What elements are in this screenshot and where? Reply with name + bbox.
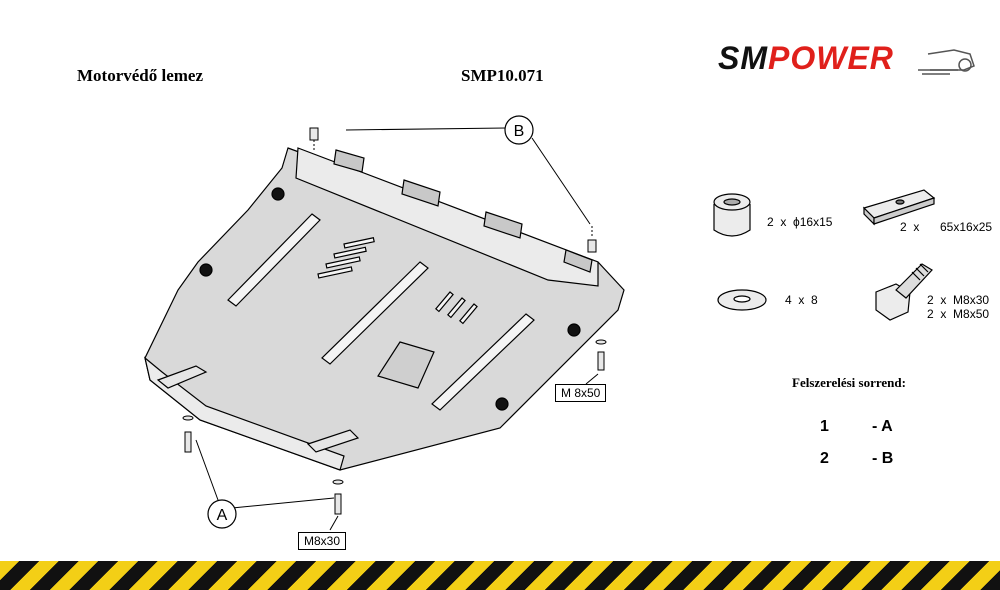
order-step-1-label: - A: [872, 418, 893, 435]
order-step-2-label: - B: [872, 450, 894, 467]
part-spacer-label: 2 x ϕ16x15: [767, 215, 833, 229]
logo-sm-text: SM: [718, 40, 768, 76]
right-nut-icon: [587, 226, 597, 253]
part-plate-qty: 2 x: [900, 220, 920, 234]
logo-bike-icon: [918, 49, 975, 75]
logo-power-text: POWER: [768, 40, 894, 76]
hazard-stripe: [0, 561, 1000, 590]
bolt-m8x30-callout: M8x30: [298, 532, 347, 550]
left-bolt-icon: [182, 415, 194, 453]
order-title: Felszerelési sorrend:: [792, 375, 906, 390]
part-code: SMP10.071: [461, 66, 544, 85]
top-nut-icon: [309, 127, 319, 150]
parts-icons: [713, 189, 936, 321]
order-step-1-num: 1: [820, 418, 829, 435]
plate-nut-icon: [862, 189, 936, 226]
skid-plate-icon: [144, 147, 625, 471]
bolt-icon: [875, 263, 933, 321]
part-name: Motorvédő lemez: [77, 66, 204, 85]
part-bolt-m8x30-label: 2 x M8x30: [927, 293, 990, 307]
order-step-2-num: 2: [820, 450, 829, 467]
skid-plate-diagram: B A: [144, 115, 625, 531]
part-plate-spec: 65x16x25: [940, 220, 993, 234]
part-bolt-m8x50-label: 2 x M8x50: [927, 307, 990, 321]
washer-icon: [717, 289, 767, 311]
part-washer-label: 4 x 8: [785, 293, 818, 307]
smpower-logo: SMPOWER: [718, 40, 980, 80]
spacer-sleeve-icon: [713, 193, 751, 237]
callout-b-label: B: [514, 123, 525, 140]
bolt-m8x50-callout: M 8x50: [555, 384, 607, 402]
callout-a-label: A: [217, 507, 228, 524]
callout-b: B: [504, 115, 534, 145]
right-bolt-icon: [595, 339, 607, 371]
callout-a: A: [207, 499, 237, 529]
center-bolt-icon: [332, 479, 344, 515]
